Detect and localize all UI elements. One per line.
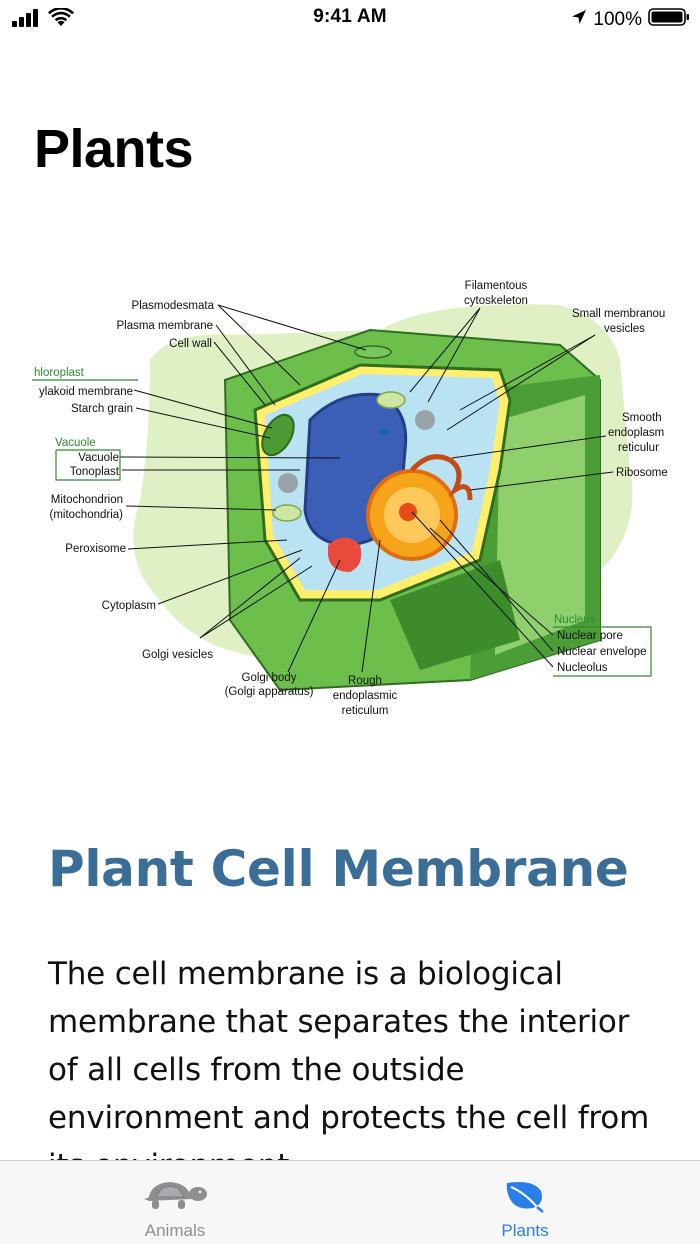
nucleolus xyxy=(399,503,417,521)
tab-bar: Animals Plants xyxy=(0,1160,700,1244)
label-endoplasmic: endoplasmic xyxy=(333,690,398,702)
article-heading: Plant Cell Membrane xyxy=(48,840,629,898)
vesicle-2 xyxy=(415,410,435,430)
mitochondrion xyxy=(272,504,302,522)
status-right: 100% xyxy=(571,7,690,33)
label-mitochondria: (mitochondria) xyxy=(50,509,124,521)
plant-cell-diagram: Plasmodesmata Plasma membrane Cell wall … xyxy=(0,270,700,730)
label-brackets xyxy=(32,379,652,677)
article-body: The cell membrane is a biological membra… xyxy=(48,956,650,1184)
label-nucleolus: Nucleolus xyxy=(557,662,608,674)
label-vacuole: Vacuole xyxy=(78,452,119,464)
label-chloroplast: hloroplast xyxy=(34,367,85,379)
signal-icon xyxy=(12,8,42,33)
label-small-membranous: Small membranou xyxy=(572,308,665,320)
tab-plants[interactable]: Plants xyxy=(350,1161,700,1244)
label-ribosome: Ribosome xyxy=(616,467,668,479)
mitochondrion-2 xyxy=(376,391,406,409)
label-plasma-membrane: Plasma membrane xyxy=(116,320,213,332)
label-peroxisome: Peroxisome xyxy=(65,543,126,555)
tab-animals[interactable]: Animals xyxy=(0,1161,350,1244)
wifi-icon xyxy=(48,7,74,33)
leaf-icon xyxy=(503,1175,547,1215)
label-starch-grain: Starch grain xyxy=(71,403,133,415)
cell-wall-side-inner xyxy=(495,395,585,655)
label-nucleus: Nucleus xyxy=(554,614,596,626)
label-rough: Rough xyxy=(348,675,382,687)
label-cytoskeleton: cytoskeleton xyxy=(464,295,528,307)
label-mitochondrion: Mitochondrion xyxy=(51,494,123,506)
vesicle xyxy=(278,473,298,493)
golgi-body xyxy=(328,537,362,572)
page-title: Plants xyxy=(34,119,194,179)
label-nuclear-pore: Nuclear pore xyxy=(557,630,623,642)
status-bar: 9:41 AM 100% xyxy=(0,0,700,40)
label-filamentous: Filamentous xyxy=(465,280,528,292)
status-time: 9:41 AM xyxy=(313,6,387,27)
smooth-er xyxy=(410,454,473,501)
turtle-icon xyxy=(140,1175,210,1215)
label-golgi-body: Golgi body xyxy=(242,672,297,684)
cell-wall-bottom xyxy=(390,560,520,670)
tab-plants-label: Plants xyxy=(501,1221,549,1240)
location-icon xyxy=(571,9,587,31)
label-cytoplasm: Cytoplasm xyxy=(102,600,156,612)
battery-icon xyxy=(648,7,690,33)
label-golgi-apparatus: (Golgi apparatus) xyxy=(225,686,314,698)
label-reticulum: reticulum xyxy=(342,705,389,717)
chloroplast xyxy=(261,413,295,457)
label-vesicles: vesicles xyxy=(604,323,645,335)
label-endoplasm: endoplasm xyxy=(608,427,664,439)
peroxisome xyxy=(380,428,388,436)
label-smooth: Smooth xyxy=(622,412,662,424)
label-cell-wall: Cell wall xyxy=(169,338,212,350)
label-reticulum-right: reticulur xyxy=(618,442,659,454)
battery-percent: 100% xyxy=(593,9,642,30)
label-vacuole-group: Vacuole xyxy=(55,437,96,449)
label-nuclear-envelope: Nuclear envelope xyxy=(557,646,647,658)
status-left xyxy=(12,7,74,33)
label-plasmodesmata: Plasmodesmata xyxy=(132,300,215,312)
leader-lines xyxy=(119,304,614,673)
label-thylakoid-membrane: ylakoid membrane xyxy=(39,386,133,398)
label-golgi-vesicles: Golgi vesicles xyxy=(142,649,213,661)
tab-animals-label: Animals xyxy=(144,1221,206,1240)
label-tonoplast: Tonoplast xyxy=(70,466,120,478)
